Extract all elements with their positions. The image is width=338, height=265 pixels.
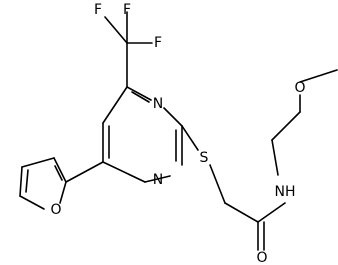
bond-ring-furan [65, 161, 104, 183]
bond-furan-c3-c2 [53, 157, 67, 183]
bond-o-ch3 [299, 69, 338, 83]
bond-c4-ring-top [102, 86, 128, 124]
bond-n3-c2 [163, 107, 183, 127]
bond-n1-c6 [144, 175, 171, 183]
atom-label-n-bottom: N [153, 172, 163, 188]
atom-label-nh: NH [275, 184, 296, 200]
atom-label-s: S [200, 150, 209, 166]
bond-ch2-ch2 [271, 111, 301, 141]
bond-furan-c5-c4-double [25, 169, 29, 193]
atom-label-f1: F [94, 2, 102, 18]
bond-c2-s [181, 125, 199, 151]
atom-label-o-methoxy: O [294, 80, 305, 96]
bond-furan-c4-c3 [21, 157, 55, 168]
bond-furan-c3-c2-double [54, 165, 63, 181]
bond-ch2-c [224, 202, 259, 223]
bond-c4-n3-double [131, 91, 150, 103]
bond-cf3-f1 [104, 16, 128, 44]
atom-labels: F F F N N S O O O NH [50, 2, 305, 265]
atom-label-f3: F [154, 35, 162, 51]
bond-c4-n3 [126, 86, 152, 101]
bond-furan-o-c5 [19, 195, 45, 210]
bonds [19, 11, 338, 251]
bond-c-nh [257, 202, 286, 223]
atom-label-o-carbonyl: O [256, 250, 267, 265]
bond-s-ch2 [209, 164, 226, 204]
atom-label-n-top: N [153, 96, 163, 112]
bond-furan-c5-c4 [19, 166, 23, 197]
atom-label-o-furan: O [50, 202, 61, 218]
bond-furan-c2-o [59, 181, 67, 204]
bond-nh-ch2 [271, 139, 279, 176]
atom-label-f2: F [123, 2, 131, 18]
bond-c6-c5 [102, 161, 146, 183]
